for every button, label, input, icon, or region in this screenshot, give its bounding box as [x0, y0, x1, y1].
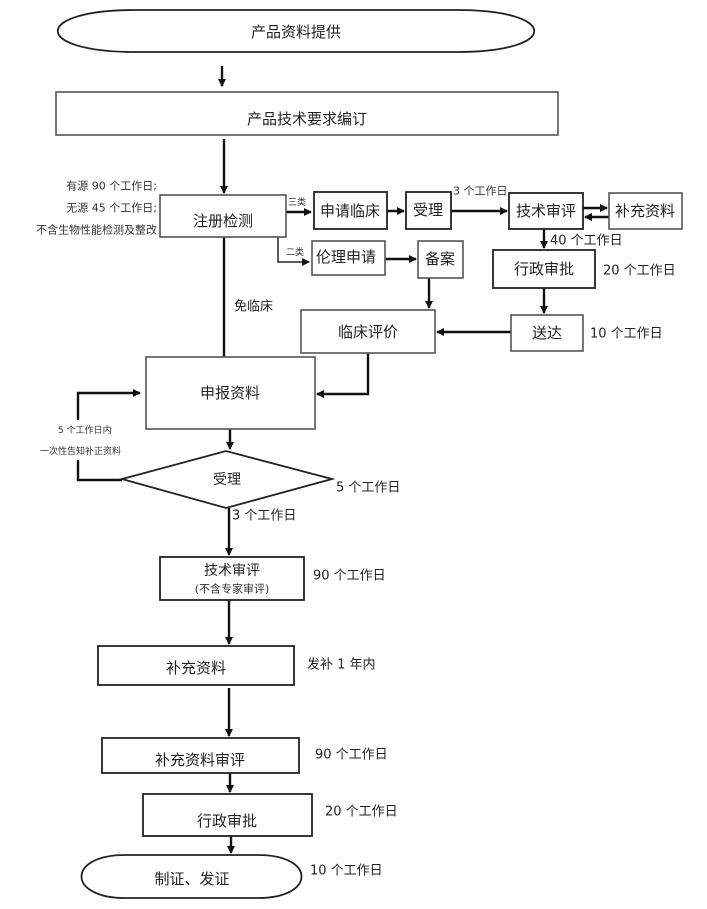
note-admin-approval-days: 20 个工作日: [325, 805, 398, 820]
node-filing: 备案: [417, 240, 464, 279]
node-ethics-apply: 伦理申请: [311, 240, 386, 276]
node-submit-label: 申报资料: [200, 384, 260, 402]
node-accept-clinical: 受理: [405, 191, 452, 230]
node-reg-test: 注册检测: [159, 194, 287, 238]
node-ethics-apply-label: 伦理申请: [316, 248, 376, 266]
node-delivery-label: 送达: [532, 324, 562, 342]
edge-label-accept-to-review: 3 个工作日: [453, 185, 508, 198]
edge-label-class3: 三类: [288, 196, 306, 208]
note-loop-line2: 一次性告知补正资料: [40, 445, 121, 457]
arrow-regtest-to-ethics: [277, 237, 310, 266]
node-end-label: 制证、发证: [154, 870, 229, 888]
note-end-days: 10 个工作日: [310, 864, 383, 879]
note-accept-out-days: 3 个工作日: [232, 509, 296, 524]
node-admin-approval-label: 行政审批: [197, 812, 257, 830]
edge-label-class2: 二类: [286, 246, 304, 258]
node-supplement-clinical-label: 补充资料: [615, 202, 675, 220]
loop-line-lower: [76, 460, 122, 482]
node-accept-decision: 受理: [118, 450, 336, 509]
loop-line-upper: [76, 389, 141, 420]
node-admin-approval-clinical: 行政审批: [492, 249, 596, 289]
node-end: 制证、发证: [80, 854, 303, 899]
node-start-label: 产品资料提供: [251, 23, 341, 41]
note-supplement-days: 发补 1 年内: [307, 657, 376, 673]
node-submit: 申报资料: [145, 356, 316, 430]
node-apply-clinical-label: 申请临床: [320, 202, 380, 220]
node-clinical-eval: 临床评价: [300, 309, 436, 354]
node-supplement: 补充资料: [97, 645, 295, 686]
node-delivery: 送达: [510, 314, 584, 352]
note-admin-clinical-days: 20 个工作日: [603, 264, 676, 279]
node-accept-decision-label: 受理: [213, 472, 241, 488]
node-admin-approval: 行政审批: [142, 793, 313, 837]
note-loop-line1: 5 个工作日内: [58, 424, 112, 436]
node-reg-test-label: 注册检测: [193, 212, 253, 230]
note-delivery-days: 10 个工作日: [590, 327, 663, 342]
node-tech-review: 技术审评 (不含专家审评): [159, 556, 305, 601]
node-tech-review-note: (不含专家审评): [195, 582, 270, 596]
node-supplement-label: 补充资料: [166, 659, 226, 677]
arrow-clinicaleval-to-submit: [316, 353, 370, 398]
node-supplement-review-label: 补充资料审评: [155, 751, 245, 769]
node-tech-review-clinical: 技术审评: [508, 192, 584, 230]
edge-label-exempt-clinical: 免临床: [234, 300, 273, 315]
note-test-exclude: 不含生物性能检测及整改: [36, 223, 157, 237]
note-supplement-review-days: 90 个工作日: [315, 748, 388, 763]
node-supplement-clinical: 补充资料: [608, 192, 683, 230]
note-test-active: 有源 90 个工作日;: [66, 179, 157, 193]
note-accept-days: 5 个工作日: [336, 481, 400, 496]
node-admin-approval-clinical-label: 行政审批: [514, 260, 574, 278]
node-clinical-eval-label: 临床评价: [338, 323, 398, 341]
node-apply-clinical: 申请临床: [313, 191, 388, 230]
note-tech-review-days: 90 个工作日: [313, 569, 386, 584]
node-tech-req-label: 产品技术要求编订: [247, 110, 367, 128]
note-test-passive: 无源 45 个工作日;: [66, 201, 157, 215]
node-filing-label: 备案: [425, 250, 455, 268]
edge-label-review-to-approval: 40 个工作日: [550, 234, 623, 249]
node-accept-clinical-label: 受理: [413, 201, 443, 219]
node-tech-review-clinical-label: 技术审评: [516, 202, 576, 220]
node-tech-review-label: 技术审评: [204, 563, 260, 579]
node-supplement-review: 补充资料审评: [101, 737, 300, 774]
node-tech-req: 产品技术要求编订: [55, 91, 559, 136]
node-start: 产品资料提供: [56, 9, 536, 53]
